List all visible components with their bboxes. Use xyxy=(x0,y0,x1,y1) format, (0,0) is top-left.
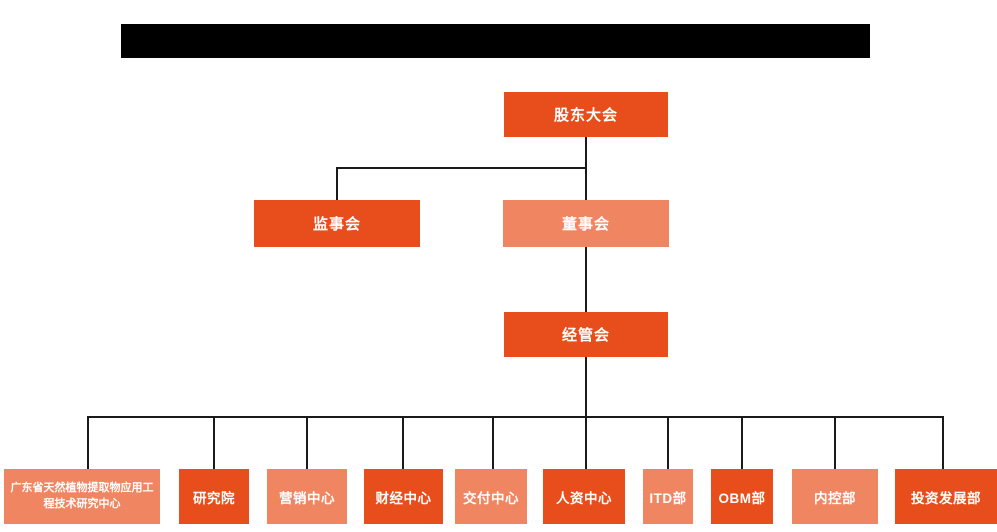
node-label: 财经中心 xyxy=(375,490,432,506)
connector-drop-dept-10 xyxy=(942,416,944,470)
node-label: 内控部 xyxy=(814,490,856,506)
node-label: 监事会 xyxy=(312,216,361,233)
connector-drop-dept-4 xyxy=(402,416,404,470)
node-label: 营销中心 xyxy=(279,490,335,506)
connector-drop-dept-5 xyxy=(492,416,494,470)
node-dept-delivery-center: 交付中心 xyxy=(455,469,527,524)
node-label: 经管会 xyxy=(561,327,610,344)
connector-drop-dept-1 xyxy=(87,416,89,470)
node-dept-hr-center: 人资中心 xyxy=(543,469,625,524)
node-label: 投资发展部 xyxy=(911,490,981,506)
connector-department-bus xyxy=(87,416,944,418)
connector-drop-dept-3 xyxy=(306,416,308,470)
node-supervisory-board: 监事会 xyxy=(254,200,420,247)
connector-branch-supervisory xyxy=(336,167,587,169)
node-label: 交付中心 xyxy=(463,490,519,506)
node-label: 股东大会 xyxy=(553,107,618,124)
node-label: 广东省天然植物提取物应用工程技术研究中心 xyxy=(10,482,154,510)
connector-drop-dept-9 xyxy=(834,416,836,470)
node-dept-investment-development: 投资发展部 xyxy=(895,469,997,524)
connector-management-to-bus xyxy=(585,356,587,470)
node-dept-research-institute: 研究院 xyxy=(179,469,249,524)
node-board-of-directors: 董事会 xyxy=(503,200,669,247)
connector-drop-supervisory xyxy=(336,167,338,201)
node-dept-obm: OBM部 xyxy=(711,469,773,524)
node-dept-itd: ITD部 xyxy=(643,469,693,524)
node-label: ITD部 xyxy=(649,490,687,506)
redacted-title-bar xyxy=(121,24,870,58)
connector-drop-dept-7 xyxy=(667,416,669,470)
node-dept-marketing-center: 营销中心 xyxy=(267,469,347,524)
node-label: OBM部 xyxy=(718,490,766,506)
node-label: 研究院 xyxy=(193,490,235,506)
connector-drop-dept-2 xyxy=(213,416,215,470)
node-shareholders-meeting: 股东大会 xyxy=(504,92,668,137)
node-dept-research-engineering-center: 广东省天然植物提取物应用工程技术研究中心 xyxy=(4,469,160,524)
node-dept-finance-center: 财经中心 xyxy=(364,469,443,524)
node-label: 董事会 xyxy=(561,216,610,233)
node-dept-internal-control: 内控部 xyxy=(792,469,878,524)
connector-root-to-board xyxy=(585,137,587,201)
connector-drop-dept-8 xyxy=(741,416,743,470)
connector-board-to-management xyxy=(585,246,587,313)
node-label: 人资中心 xyxy=(556,490,612,506)
node-management-committee: 经管会 xyxy=(504,312,668,357)
